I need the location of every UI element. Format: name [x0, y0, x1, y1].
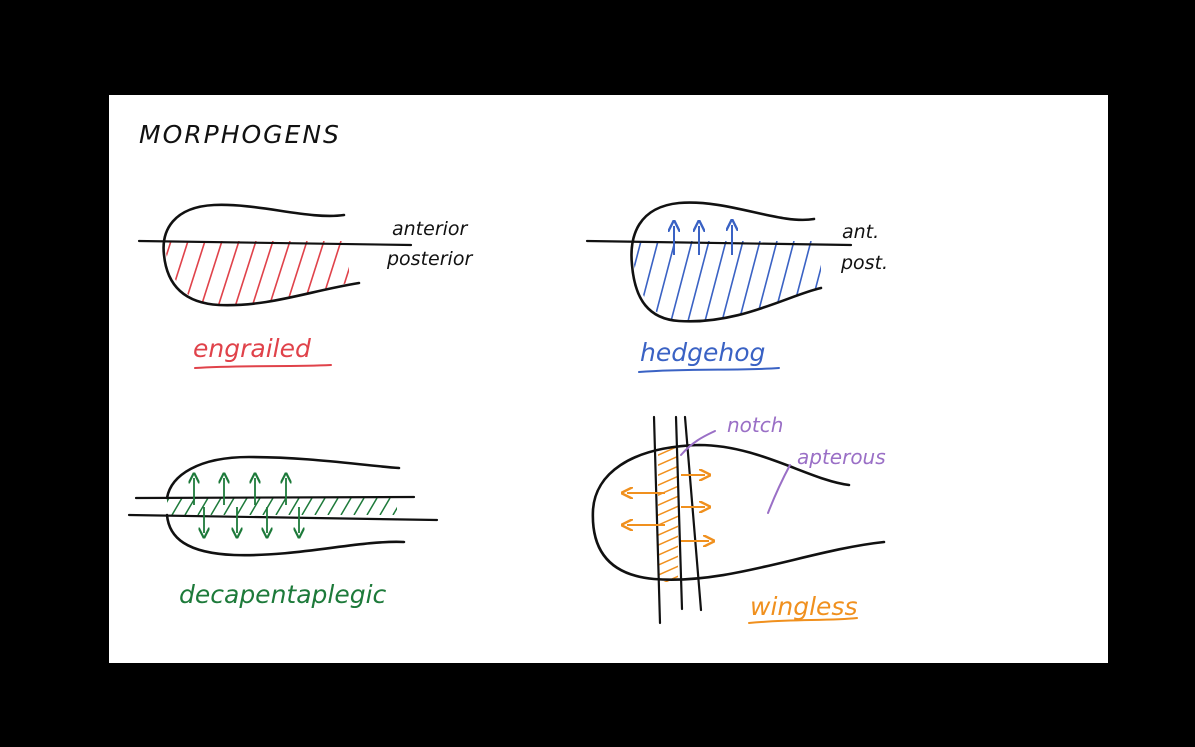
hatch-stroke	[771, 241, 795, 322]
hatch-stroke	[249, 498, 261, 515]
dpp-panel: decapentaplegic	[127, 455, 439, 609]
engrailed-axis-bottom-label: posterior	[386, 248, 473, 270]
morphogens-diagram: MORPHOGENS anterior posterior engrailed	[127, 120, 888, 625]
hatch-stroke	[301, 498, 313, 515]
hatch-stroke	[353, 498, 365, 515]
hatch-stroke	[223, 498, 235, 515]
hatch-stroke	[406, 498, 416, 515]
hedgehog-ap-boundary	[585, 239, 853, 247]
engrailed-label: engrailed	[193, 334, 311, 363]
hatch-stroke	[210, 498, 222, 515]
hatch-stroke	[669, 241, 693, 322]
hatch-stroke	[658, 495, 678, 507]
apterous-annotation: apterous	[797, 445, 886, 469]
dpp-signal-arrows	[194, 478, 299, 533]
hatch-stroke	[288, 498, 300, 515]
hatch-stroke	[652, 241, 676, 322]
hatch-stroke	[686, 241, 710, 322]
engrailed-axis-top-label: anterior	[392, 218, 469, 240]
hedgehog-signal-arrows	[674, 225, 732, 255]
hatch-stroke	[199, 241, 223, 306]
notch-annotation: notch	[727, 413, 783, 437]
dpp-line-lower	[127, 513, 439, 522]
dpp-label: decapentaplegic	[179, 580, 387, 609]
hatch-stroke	[788, 241, 812, 322]
hatch-stroke	[301, 241, 325, 306]
hatch-stroke	[340, 498, 352, 515]
wingless-panel: notch apterous wingless	[591, 413, 886, 625]
hatch-stroke	[236, 498, 248, 515]
hatch-stroke	[366, 498, 378, 515]
hatch-stroke	[663, 575, 678, 582]
hatch-stroke	[233, 241, 257, 306]
wingless-line-left	[652, 415, 662, 625]
wingless-label: wingless	[750, 592, 857, 621]
hatch-stroke	[318, 241, 342, 306]
hatch-stroke	[216, 241, 240, 306]
engrailed-hatching	[164, 241, 375, 310]
hatch-stroke	[805, 241, 821, 322]
hatch-stroke	[720, 241, 744, 322]
hedgehog-axis-bottom-label: post.	[840, 252, 888, 274]
apterous-pointer-line	[767, 464, 791, 514]
hatch-stroke	[275, 498, 287, 515]
hatch-stroke	[167, 498, 170, 503]
wingless-wing-outline	[591, 443, 886, 581]
dpp-wing-outline	[165, 455, 406, 557]
title: MORPHOGENS	[139, 120, 341, 149]
hatch-stroke	[379, 498, 391, 515]
hatch-stroke	[267, 241, 291, 306]
hatch-stroke	[737, 241, 761, 322]
hatch-stroke	[335, 241, 349, 306]
hatch-stroke	[658, 447, 678, 457]
hatch-stroke	[658, 475, 678, 487]
hatch-stroke	[284, 241, 308, 306]
hatch-stroke	[197, 498, 209, 515]
hedgehog-label: hedgehog	[640, 338, 765, 367]
hedgehog-underline	[638, 367, 780, 373]
hatch-stroke	[658, 485, 678, 497]
whiteboard-slide: MORPHOGENS anterior posterior engrailed	[109, 95, 1108, 663]
hatch-stroke	[164, 241, 172, 306]
hedgehog-axis-top-label: ant.	[842, 221, 879, 243]
hatch-stroke	[314, 498, 326, 515]
wingless-line-mid	[674, 415, 684, 611]
wingless-signal-arrows	[627, 475, 709, 541]
engrailed-wing-outline	[162, 203, 361, 307]
hatch-stroke	[703, 241, 727, 322]
notch-pointer-line	[680, 430, 716, 456]
engrailed-ap-boundary	[137, 239, 413, 247]
hedgehog-wing-outline	[630, 201, 823, 323]
hatch-stroke	[327, 498, 339, 515]
hatch-stroke	[632, 241, 642, 322]
hatch-stroke	[262, 498, 274, 515]
hatch-stroke	[658, 505, 678, 517]
hatch-stroke	[171, 498, 183, 515]
hatch-stroke	[392, 506, 397, 515]
engrailed-panel: anterior posterior engrailed	[137, 203, 473, 369]
engrailed-underline	[194, 364, 332, 369]
hedgehog-panel: ant. post. hedgehog	[585, 201, 888, 373]
hatch-stroke	[353, 241, 375, 310]
hatch-stroke	[754, 241, 778, 322]
wingless-underline	[748, 617, 858, 624]
dpp-hatching	[167, 498, 416, 515]
dpp-line-upper	[134, 495, 416, 500]
hatch-stroke	[250, 241, 274, 306]
